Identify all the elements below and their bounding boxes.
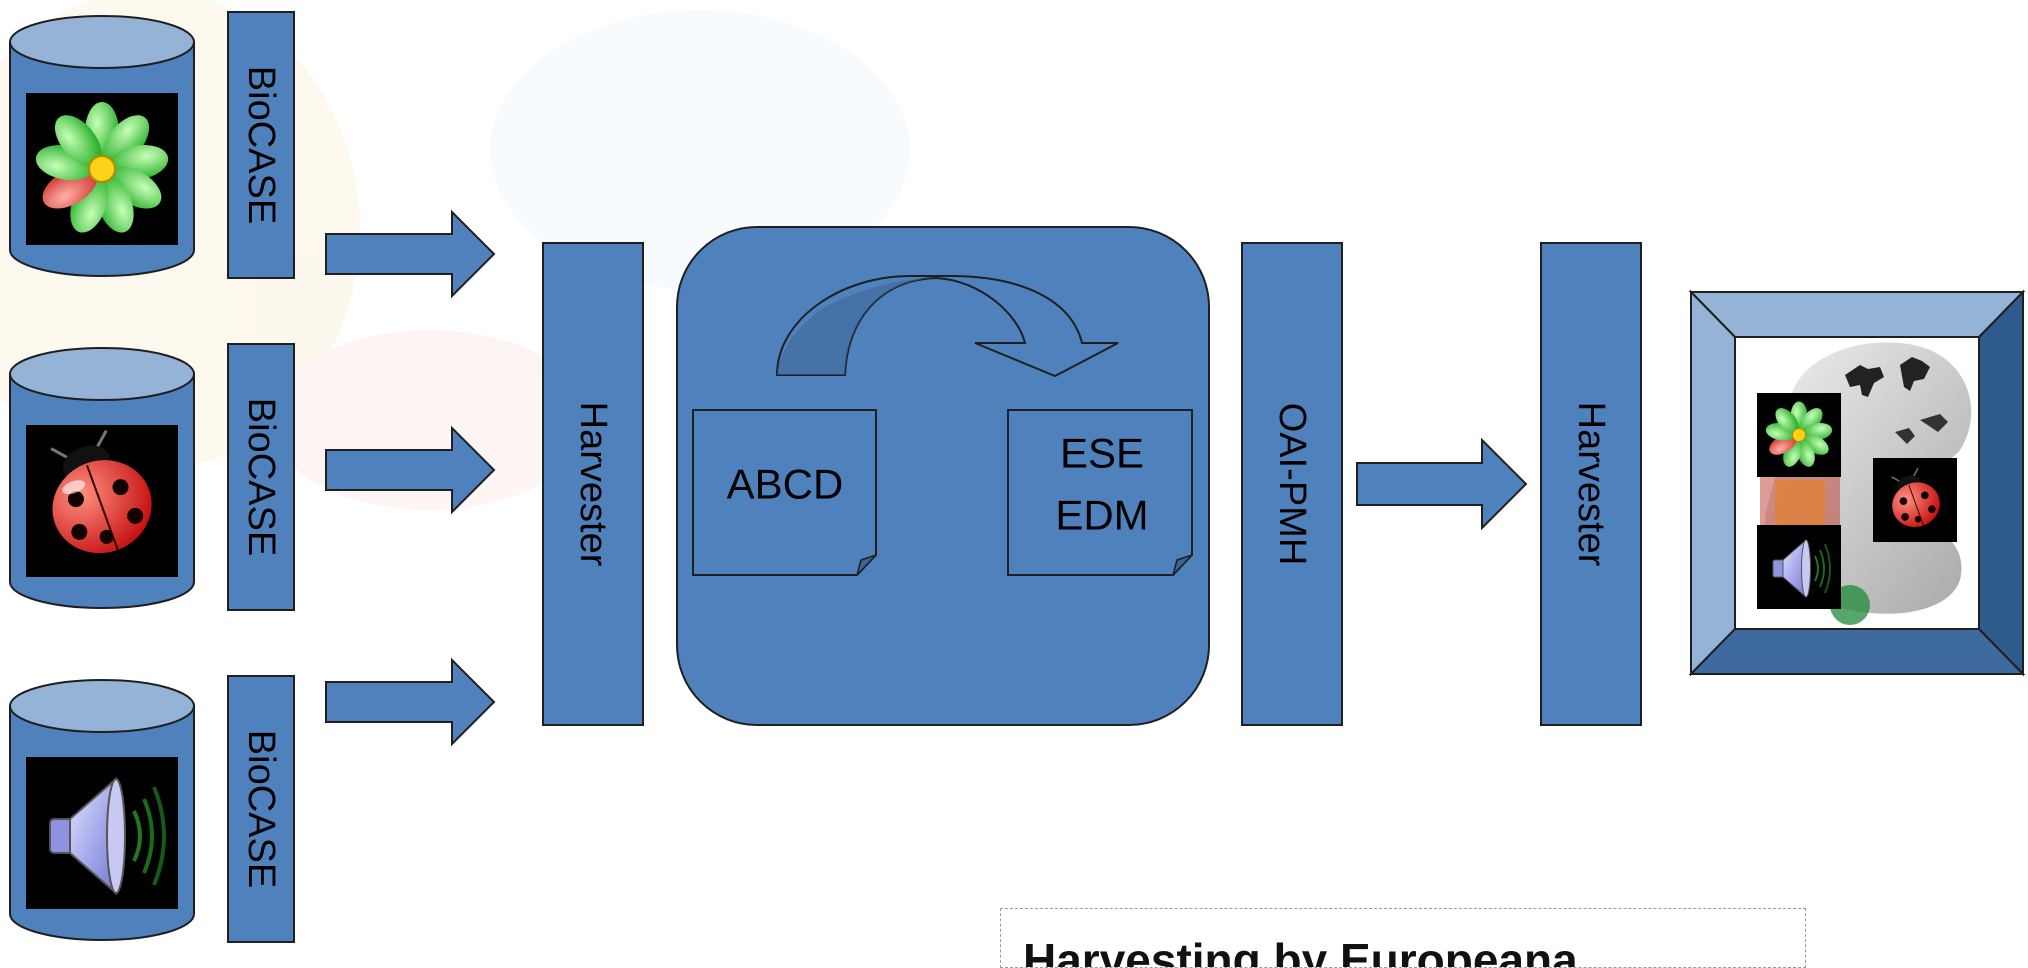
curved-arrow-shadow [777, 278, 936, 375]
biocase-connector-1 [227, 11, 295, 279]
caption-title: Harvesting by Europeana [1023, 934, 1578, 968]
arrow-source-2 [325, 425, 496, 515]
ladybug-icon [50, 429, 152, 554]
oai-pmh-box [1241, 242, 1343, 726]
oai-pmh-label: OAI-PMH [1271, 403, 1313, 566]
source-database-2 [9, 347, 195, 609]
caption-box: Harvesting by Europeana [1000, 908, 1806, 968]
harvester-right-label: Harvester [1570, 402, 1612, 567]
abcd-label: ABCD [727, 461, 844, 508]
diagram-canvas: BioCASE BioCASE [0, 0, 2026, 943]
portal-flower-icon [1765, 401, 1833, 467]
europeana-portal [1688, 289, 2026, 677]
flower-icon [35, 102, 169, 233]
harvester-right-box [1540, 242, 1642, 726]
source-database-1 [9, 15, 195, 277]
source-database-3 [9, 679, 195, 941]
ese-label: ESE [1060, 430, 1144, 477]
biocase-connector-2 [227, 343, 295, 611]
edm-label: EDM [1055, 492, 1148, 539]
arrow-source-1 [325, 209, 496, 299]
speaker-icon [49, 776, 166, 896]
portal-speaker-icon [1772, 538, 1831, 599]
biocase-label-1: BioCASE [240, 66, 282, 224]
biocase-connector-3 [227, 675, 295, 943]
biocase-label-2: BioCASE [240, 398, 282, 556]
harvester-left-label: Harvester [572, 402, 614, 567]
arrow-oai-to-harvester [1356, 437, 1528, 531]
portal-ladybug-icon [1891, 467, 1940, 528]
harvester-left-box [542, 242, 644, 726]
arrow-source-3 [325, 657, 496, 747]
biocase-label-3: BioCASE [240, 730, 282, 888]
